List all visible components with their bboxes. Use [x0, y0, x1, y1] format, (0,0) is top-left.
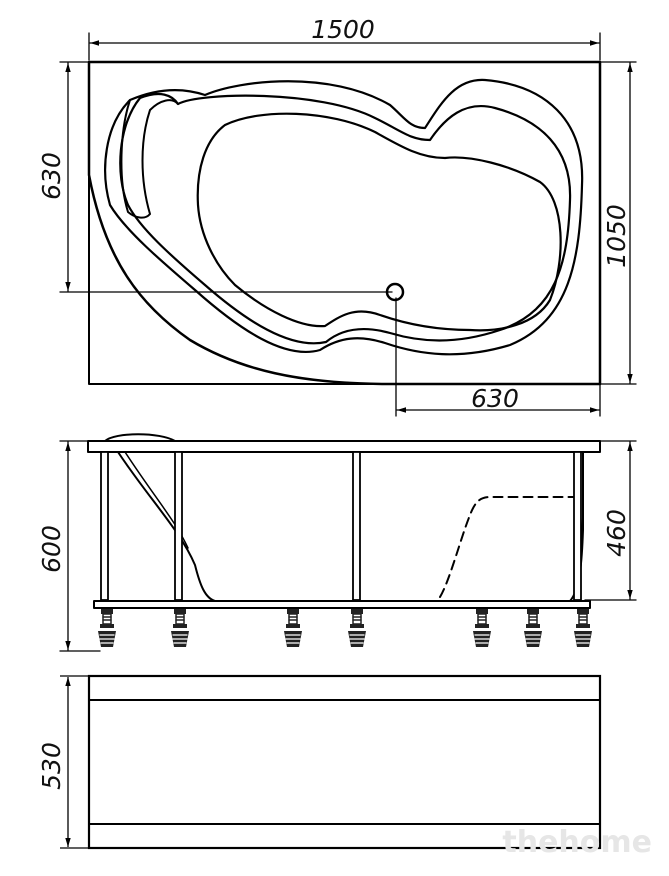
- side-tub-body: [117, 451, 584, 602]
- top-view-outline: [88, 61, 601, 385]
- left-depth-label: 630: [37, 152, 66, 200]
- tub-bowl-outer: [119, 92, 572, 345]
- side-height-label: 600: [37, 525, 66, 573]
- drain-icon: [385, 282, 405, 302]
- adjustable-feet: [97, 608, 593, 648]
- overall-depth-label: 1050: [602, 204, 631, 268]
- seat-profile-dashed: [439, 496, 579, 598]
- front-panel-view: [60, 674, 602, 850]
- watermark-logo: thehome: [502, 825, 652, 860]
- tub-bowl-inner: [196, 112, 562, 332]
- width-label: 1500: [311, 15, 375, 44]
- headrest-outline: [120, 99, 179, 219]
- tub-outer-rim: [87, 60, 602, 386]
- bottom-offset-label: 630: [471, 384, 519, 413]
- top-view: [59, 32, 637, 417]
- front-panel: [87, 674, 602, 850]
- tub-rim-inner: [104, 78, 584, 356]
- side-rim: [87, 440, 601, 453]
- base-frame: [93, 600, 591, 609]
- side-view: [59, 433, 637, 652]
- panel-height-label: 530: [37, 742, 66, 790]
- side-inner-height-label: 460: [602, 509, 631, 557]
